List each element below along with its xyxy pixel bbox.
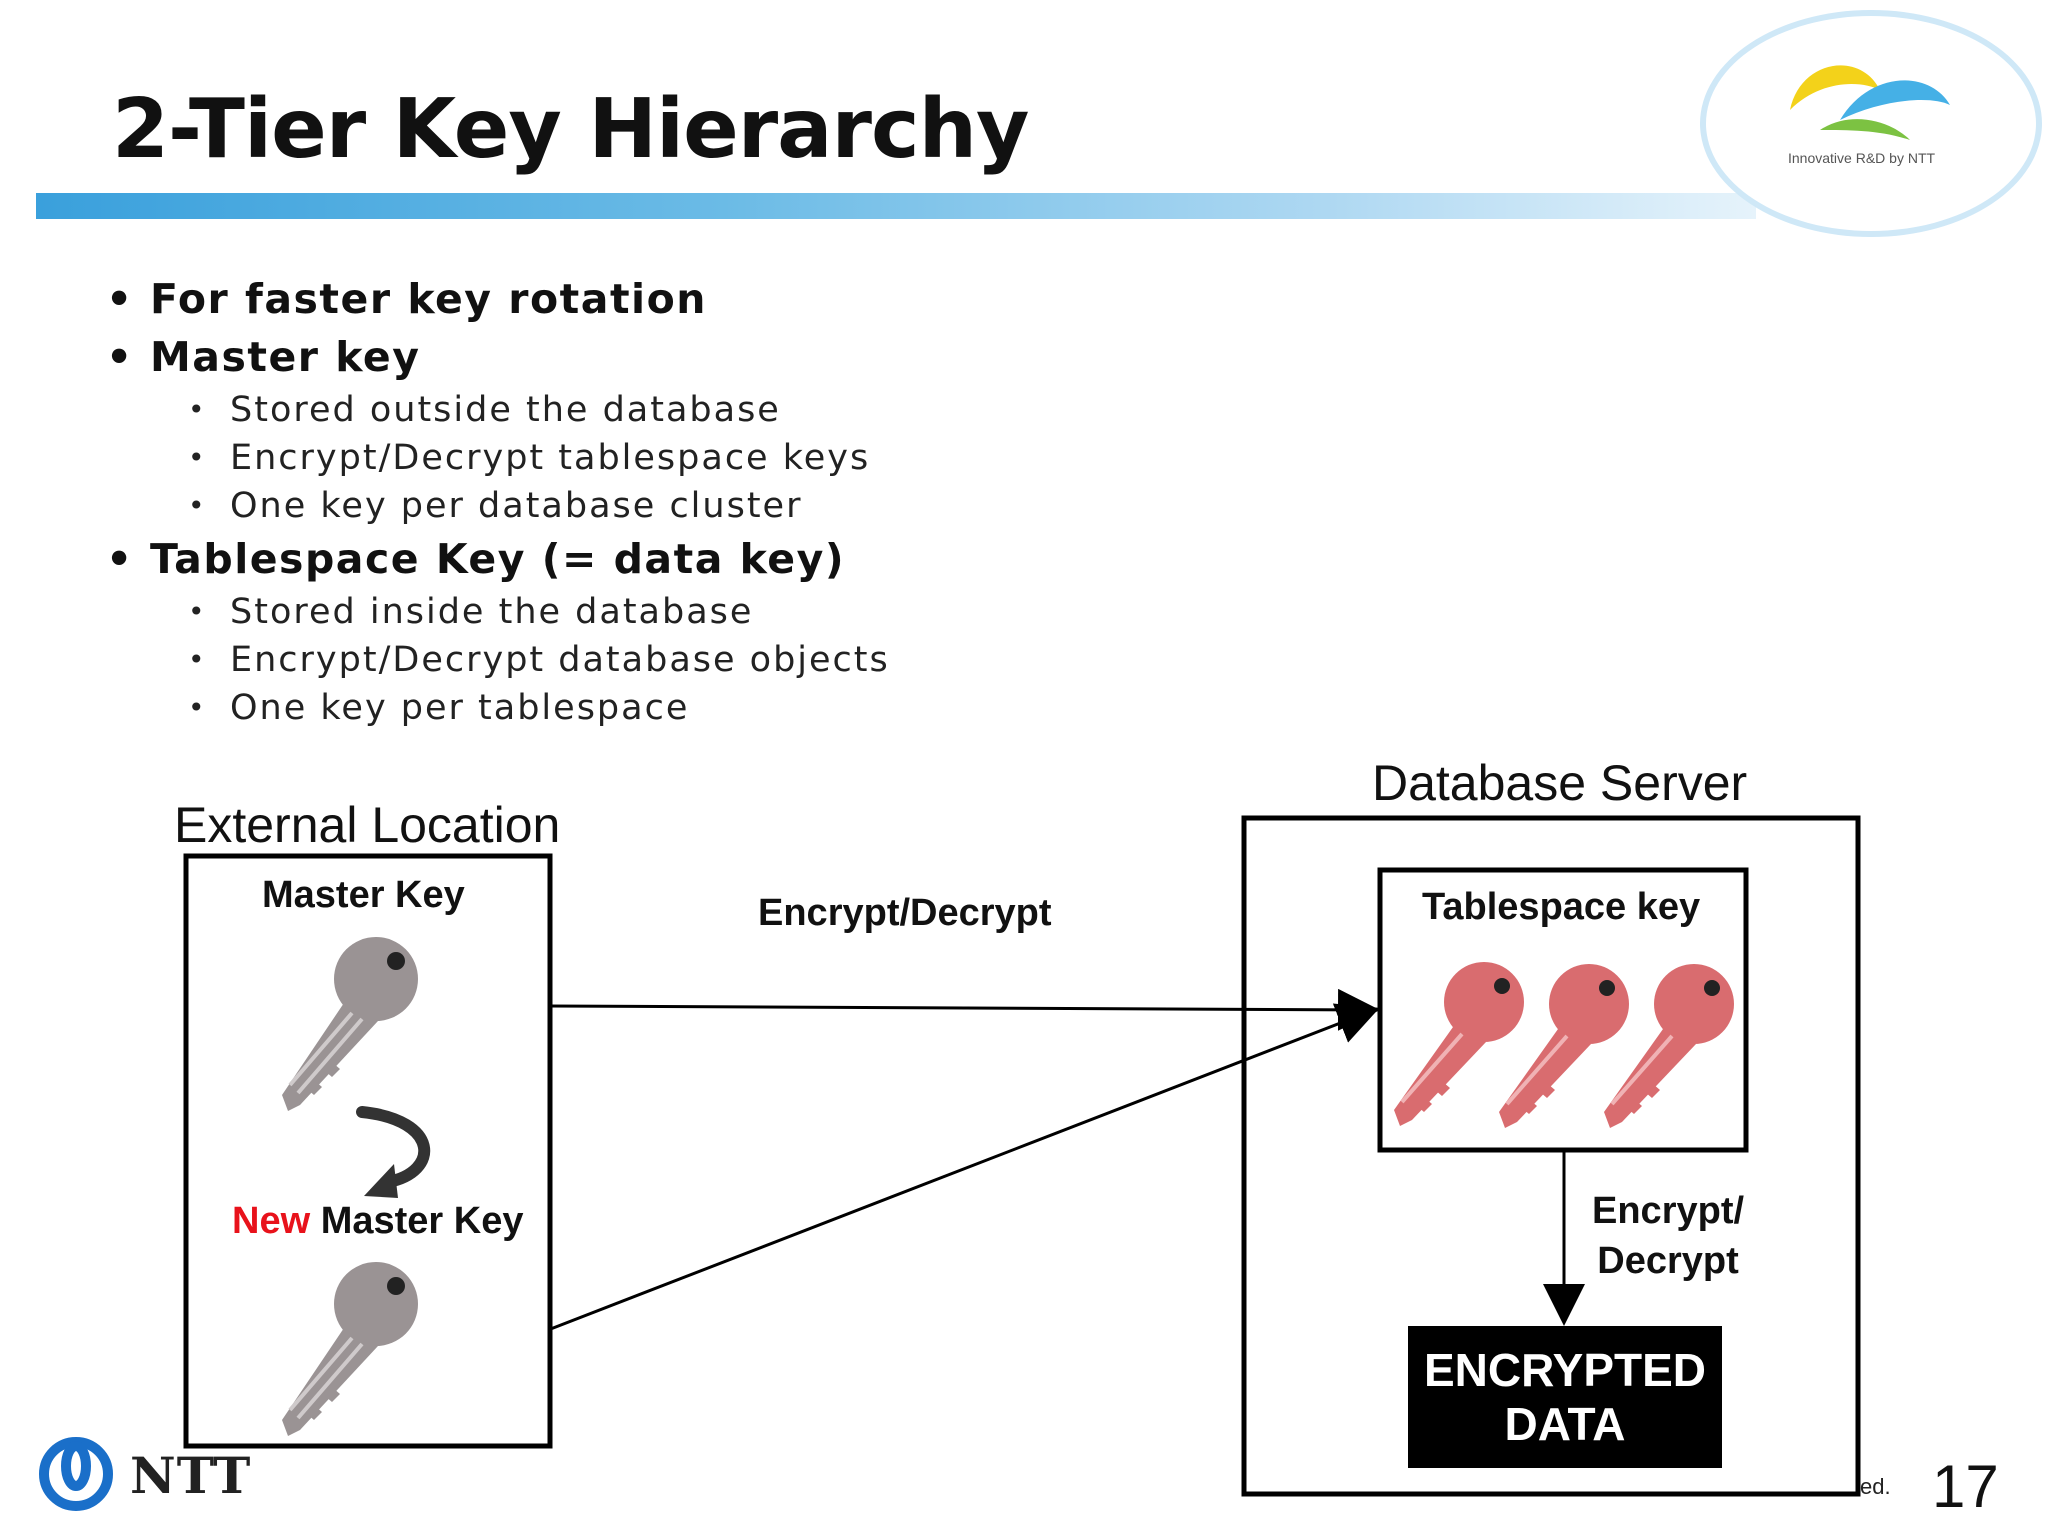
tablespace-key-icon [1394, 962, 1524, 1126]
logo-swoosh [1700, 10, 2042, 237]
new-master-key-label: New Master Key [232, 1200, 523, 1243]
new-master-key-icon [282, 1262, 418, 1436]
encrypted-data-box: ENCRYPTED DATA [1408, 1326, 1722, 1468]
database-server-box [1241, 815, 1861, 1497]
bullet-item: For faster key rotation [106, 270, 1306, 328]
header-gradient-bar [36, 193, 1756, 219]
new-highlight: New [232, 1200, 311, 1242]
sub-bullet-item: Encrypt/Decrypt tablespace keys [106, 434, 1306, 482]
tablespace-key-icon [1604, 964, 1734, 1128]
sub-bullet-item: Stored inside the database [106, 588, 1306, 636]
ntt-logo-icon [39, 1437, 113, 1511]
master-key-arrow [547, 988, 1380, 1031]
new-master-key-suffix: Master Key [310, 1200, 524, 1242]
database-server-label: Database Server [1372, 755, 1748, 811]
sub-bullet-item: One key per tablespace [106, 684, 1306, 732]
rotation-arrow-icon [356, 1106, 431, 1198]
ntt-rd-logo-icon [1790, 65, 1950, 140]
logo-tagline: Innovative R&D by NTT [1788, 150, 1936, 166]
external-location-label: External Location [174, 797, 561, 853]
encrypted-data-line1: ENCRYPTED [1424, 1344, 1706, 1396]
encrypt-decrypt-stacked-label: Encrypt/ Decrypt [1592, 1190, 1745, 1282]
master-key-icon [282, 937, 418, 1111]
tablespace-key-icon [1499, 964, 1629, 1128]
new-master-key-arrow [547, 1003, 1380, 1332]
page-number: 17 [1932, 1453, 1999, 1520]
encrypt-decrypt-label: Encrypt/Decrypt [758, 892, 1052, 934]
sub-bullet-item: Stored outside the database [106, 386, 1306, 434]
ntt-wordmark: NTT [130, 1446, 252, 1505]
external-location-box [183, 853, 553, 1449]
master-key-label: Master Key [262, 874, 465, 916]
sub-bullet-item: Encrypt/Decrypt database objects [106, 636, 1306, 684]
bullet-list: For faster key rotation Master key Store… [106, 270, 1306, 732]
encrypted-data-line2: DATA [1504, 1398, 1626, 1450]
tablespace-key-label: Tablespace key [1422, 886, 1701, 928]
bullet-item: Tablespace Key (= data key) [106, 530, 1306, 588]
sub-bullet-item: One key per database cluster [106, 482, 1306, 530]
slide-title: 2-Tier Key Hierarchy [112, 82, 1029, 177]
bullet-item: Master key [106, 328, 1306, 386]
copyright-text: ed. [1860, 1474, 1891, 1499]
